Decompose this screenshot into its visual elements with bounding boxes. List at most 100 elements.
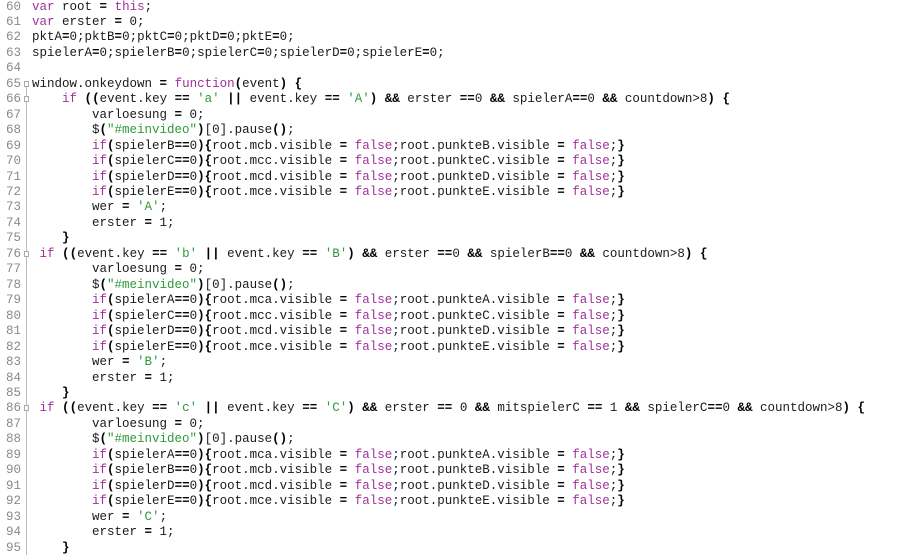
operator: = bbox=[159, 76, 168, 91]
code-line[interactable]: 92 if(spielerE==0){root.mce.visible = fa… bbox=[0, 494, 900, 509]
code-line[interactable]: 70 if(spielerC==0){root.mcc.visible = fa… bbox=[0, 154, 900, 169]
code-text: varloesung = 0; bbox=[32, 416, 205, 431]
keyword: false bbox=[354, 494, 393, 509]
operator: = bbox=[257, 45, 265, 60]
code-line[interactable]: 87 varloesung = 0; bbox=[0, 417, 900, 432]
operator: ) bbox=[369, 92, 378, 107]
string-literal: "#meinvideo" bbox=[107, 277, 198, 292]
operator: ( bbox=[107, 339, 115, 354]
keyword: if bbox=[92, 138, 108, 153]
operator: } bbox=[617, 169, 625, 184]
line-number: 70 bbox=[5, 154, 21, 169]
code-line[interactable]: 95 } bbox=[0, 541, 900, 556]
operator: = bbox=[122, 355, 130, 370]
line-number: 95 bbox=[5, 540, 21, 555]
operator: = bbox=[174, 416, 183, 431]
code-line[interactable]: 69 if(spielerB==0){root.mcb.visible = fa… bbox=[0, 139, 900, 154]
code-line[interactable]: 67 varloesung = 0; bbox=[0, 108, 900, 123]
code-line[interactable]: 75 } bbox=[0, 231, 900, 246]
code-text: if(spielerD==0){root.mcd.visible = false… bbox=[92, 324, 625, 339]
line-number: 85 bbox=[5, 386, 21, 400]
keyword: function bbox=[174, 76, 235, 91]
code-line[interactable]: 77 varloesung = 0; bbox=[0, 262, 900, 277]
fold-toggle-icon[interactable] bbox=[24, 250, 29, 257]
code-line[interactable]: 76 if ((event.key == 'b' || event.key ==… bbox=[0, 247, 900, 262]
operator: } bbox=[617, 447, 625, 462]
operator: && bbox=[384, 92, 400, 107]
line-number: 83 bbox=[5, 355, 21, 370]
code-line[interactable]: 73 wer = 'A'; bbox=[0, 200, 900, 215]
keyword: if bbox=[92, 324, 108, 339]
line-number: 94 bbox=[5, 525, 21, 540]
operator: = bbox=[557, 138, 565, 153]
operator: = bbox=[339, 447, 348, 462]
operator: == bbox=[152, 401, 168, 416]
string-literal: "#meinvideo" bbox=[107, 123, 198, 138]
operator: ) bbox=[279, 277, 288, 292]
operator: = bbox=[422, 45, 430, 60]
code-line[interactable]: 85 } bbox=[0, 386, 900, 401]
fold-toggle-icon[interactable] bbox=[24, 80, 29, 87]
operator: = bbox=[557, 308, 565, 323]
operator: ) bbox=[197, 494, 205, 509]
operator: ( bbox=[107, 463, 115, 478]
operator: = bbox=[339, 185, 348, 200]
operator: ( bbox=[69, 401, 78, 416]
fold-toggle-icon[interactable] bbox=[24, 405, 29, 412]
operator: = bbox=[174, 45, 183, 60]
code-line[interactable]: 74 erster = 1; bbox=[0, 216, 900, 231]
code-text: wer = 'C'; bbox=[32, 509, 168, 524]
line-number: 76 bbox=[5, 246, 21, 261]
operator: ) bbox=[279, 76, 288, 91]
code-line[interactable]: 81 if(spielerD==0){root.mcd.visible = fa… bbox=[0, 324, 900, 339]
code-line[interactable]: 82 if(spielerE==0){root.mce.visible = fa… bbox=[0, 340, 900, 355]
code-line[interactable]: 72 if(spielerE==0){root.mce.visible = fa… bbox=[0, 185, 900, 200]
operator: ) bbox=[197, 463, 205, 478]
operator: = bbox=[92, 45, 100, 60]
code-line[interactable]: 86 if ((event.key == 'c' || event.key ==… bbox=[0, 401, 900, 416]
operator: ) bbox=[197, 432, 205, 447]
operator: == bbox=[174, 463, 190, 478]
fold-toggle-icon[interactable] bbox=[24, 96, 29, 103]
operator: && bbox=[737, 401, 753, 416]
code-line[interactable]: 66 if ((event.key == 'a' || event.key ==… bbox=[0, 92, 900, 107]
code-line[interactable]: 79 if(spielerA==0){root.mca.visible = fa… bbox=[0, 293, 900, 308]
operator: = bbox=[339, 324, 348, 339]
code-line[interactable]: 91 if(spielerD==0){root.mcd.visible = fa… bbox=[0, 479, 900, 494]
operator: ) bbox=[197, 478, 205, 493]
code-line[interactable]: 71 if(spielerD==0){root.mcd.visible = fa… bbox=[0, 170, 900, 185]
operator: ( bbox=[107, 169, 115, 184]
string-literal: 'b' bbox=[174, 246, 198, 261]
operator: ) bbox=[279, 123, 288, 138]
keyword: false bbox=[354, 463, 393, 478]
keyword: false bbox=[354, 324, 393, 339]
code-line[interactable]: 78 $("#meinvideo")[0].pause(); bbox=[0, 278, 900, 293]
code-line[interactable]: 93 wer = 'C'; bbox=[0, 510, 900, 525]
code-line[interactable]: 94 erster = 1; bbox=[0, 525, 900, 540]
operator: = bbox=[219, 30, 228, 45]
operator: = bbox=[339, 463, 348, 478]
code-line[interactable]: 90 if(spielerB==0){root.mcb.visible = fa… bbox=[0, 463, 900, 478]
code-line[interactable]: 64 bbox=[0, 61, 900, 76]
operator: } bbox=[617, 293, 625, 308]
keyword: if bbox=[92, 339, 108, 354]
string-literal: 'B' bbox=[137, 355, 160, 370]
operator: = bbox=[339, 308, 348, 323]
code-line[interactable]: 83 wer = 'B'; bbox=[0, 355, 900, 370]
keyword: false bbox=[572, 463, 610, 478]
operator: ) bbox=[347, 246, 355, 261]
code-line[interactable]: 68 $("#meinvideo")[0].pause(); bbox=[0, 123, 900, 138]
code-line[interactable]: 84 erster = 1; bbox=[0, 371, 900, 386]
operator: ( bbox=[107, 154, 115, 169]
code-line[interactable]: 89 if(spielerA==0){root.mca.visible = fa… bbox=[0, 448, 900, 463]
code-line[interactable]: 88 $("#meinvideo")[0].pause(); bbox=[0, 432, 900, 447]
code-line[interactable]: 80 if(spielerC==0){root.mcc.visible = fa… bbox=[0, 309, 900, 324]
keyword: false bbox=[354, 169, 393, 184]
operator: { bbox=[204, 494, 213, 509]
